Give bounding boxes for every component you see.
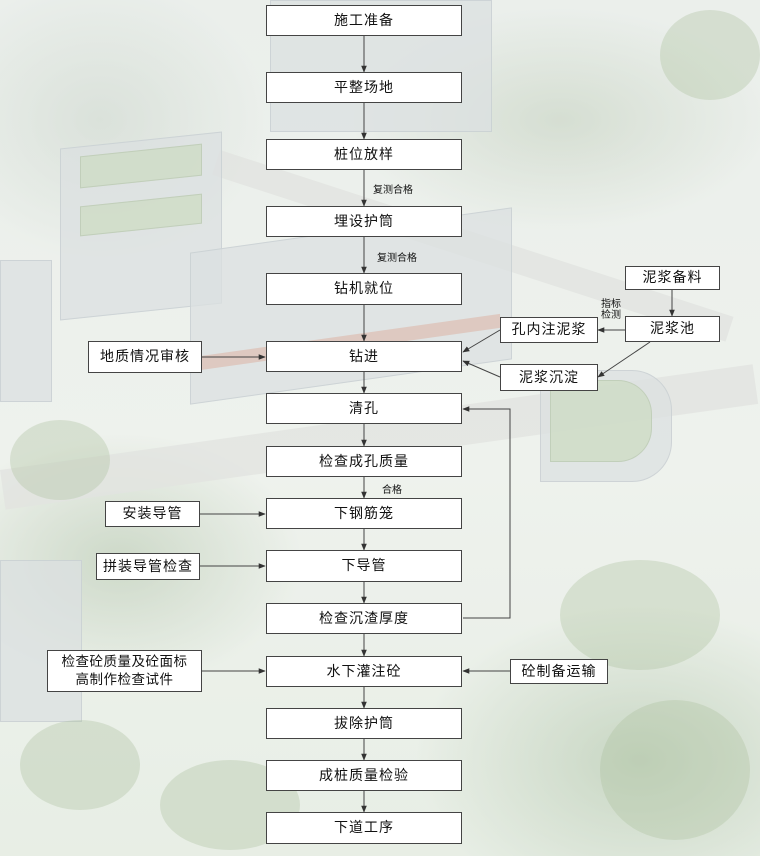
recheck-pass-label-1: 复测合格 bbox=[373, 185, 413, 196]
geology-review-box: 地质情况审核 bbox=[88, 341, 202, 373]
mud-pool-box: 泥浆池 bbox=[625, 316, 720, 342]
step-embed-casing: 埋设护筒 bbox=[266, 206, 462, 237]
mud-material-box: 泥浆备料 bbox=[625, 266, 720, 290]
mud-settling-box: 泥浆沉淀 bbox=[500, 364, 598, 391]
step-construction-prep: 施工准备 bbox=[266, 5, 462, 36]
step-drilling: 钻进 bbox=[266, 341, 462, 372]
recheck-pass-label-2: 复测合格 bbox=[377, 253, 417, 264]
step-rig-positioning: 钻机就位 bbox=[266, 273, 462, 305]
step-site-leveling: 平整场地 bbox=[266, 72, 462, 103]
conduit-assembly-check-box: 拼装导管检查 bbox=[96, 553, 200, 580]
step-underwater-pour: 水下灌注砼 bbox=[266, 656, 462, 687]
step-lower-conduit: 下导管 bbox=[266, 550, 462, 582]
indicator-test-label: 指标 检测 bbox=[601, 299, 621, 321]
step-hole-cleaning: 清孔 bbox=[266, 393, 462, 424]
step-next-process: 下道工序 bbox=[266, 812, 462, 844]
mud-injection-box: 孔内注泥浆 bbox=[500, 317, 598, 343]
concrete-quality-check-box: 检查砼质量及砼面标 高制作检查试件 bbox=[47, 650, 202, 692]
step-hole-quality-check: 检查成孔质量 bbox=[266, 446, 462, 477]
step-remove-casing: 拔除护筒 bbox=[266, 708, 462, 739]
step-pile-layout: 桩位放样 bbox=[266, 139, 462, 170]
concrete-transport-box: 砼制备运输 bbox=[510, 659, 608, 684]
pass-label: 合格 bbox=[382, 485, 402, 496]
step-pile-quality-inspection: 成桩质量检验 bbox=[266, 760, 462, 791]
install-conduit-box: 安装导管 bbox=[105, 501, 200, 527]
step-rebar-cage: 下钢筋笼 bbox=[266, 498, 462, 529]
step-sediment-check: 检查沉渣厚度 bbox=[266, 603, 462, 634]
